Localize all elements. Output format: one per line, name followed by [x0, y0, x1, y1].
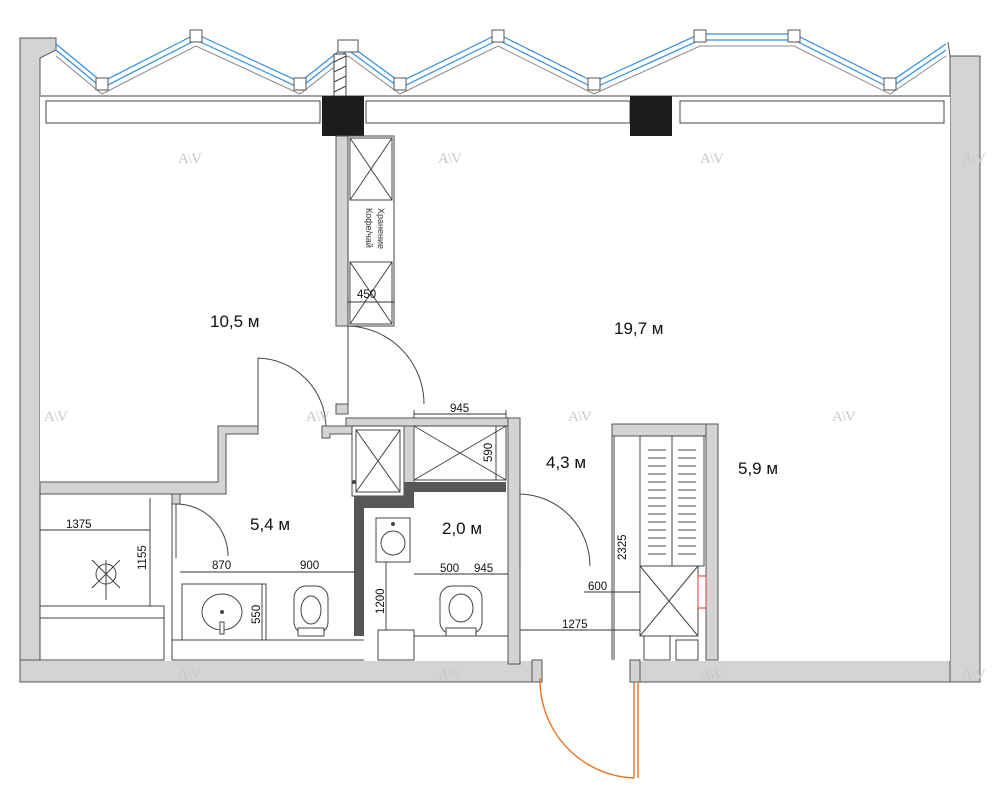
- watermark: A\V: [700, 667, 724, 683]
- entrance-door: [531, 659, 641, 779]
- area-main-right: 19,7 м: [614, 319, 664, 338]
- window-node: [693, 29, 707, 43]
- hangers: [648, 449, 696, 555]
- area-labels: 10,5 м 19,7 м 4,3 м 5,9 м 5,4 м 2,0 м: [210, 312, 778, 538]
- watermark: A\V: [962, 667, 986, 683]
- door-swing-arc: [519, 493, 591, 567]
- door-swing-arc: [175, 503, 229, 557]
- window-node: [293, 77, 307, 91]
- beam-panel-right: [679, 100, 945, 124]
- watermark: A\V: [962, 151, 986, 167]
- partition-stub: [335, 403, 349, 415]
- partition-wall: [335, 135, 349, 327]
- bath-right-wall: [507, 417, 521, 665]
- door-jamb-right: [629, 659, 641, 683]
- outer-walls: [19, 37, 981, 683]
- window-frame-inner: [55, 39, 947, 89]
- dim-900: 900: [300, 560, 319, 572]
- bottom-wall-left: [19, 659, 541, 683]
- bathroom-walls: 945 590: [39, 357, 521, 665]
- watermark: A\V: [438, 667, 462, 683]
- dim-500: 500: [440, 563, 459, 575]
- window-sill: [55, 45, 947, 95]
- door-swing-arc: [257, 357, 327, 427]
- watermark: A\V: [44, 409, 68, 425]
- area-bathroom-left: 5,4 м: [250, 515, 290, 534]
- area-closet: 5,9 м: [738, 459, 778, 478]
- skylight-windows: [55, 29, 947, 99]
- area-bathroom-right: 2,0 м: [442, 519, 482, 538]
- beam-panel-left: [45, 100, 321, 124]
- door-jamb-left: [531, 659, 543, 683]
- watermark: A\V: [178, 667, 202, 683]
- area-hallway: 4,3 м: [546, 453, 586, 472]
- column-right: [630, 96, 672, 136]
- niche: [675, 639, 699, 661]
- window-node: [95, 77, 109, 91]
- entrance-door-arc: [539, 677, 635, 779]
- watermarks: A\V A\V A\V A\V A\V A\V A\V A\V A\V A\V …: [44, 151, 987, 683]
- niche: [643, 635, 671, 661]
- utility-counter: [39, 605, 165, 661]
- top-wall-bath: [345, 417, 519, 427]
- column-left: [322, 96, 364, 136]
- toilet-icon: [439, 585, 483, 635]
- storage-label-line2: Кофе/чай: [364, 208, 374, 248]
- dim-945-bottom: 945: [474, 563, 493, 575]
- toilet-icon: [293, 585, 329, 635]
- dim-550: 550: [251, 605, 263, 624]
- dim-945-top: 945: [450, 403, 469, 415]
- area-main-left: 10,5 м: [210, 312, 260, 331]
- watermark: A\V: [568, 409, 592, 425]
- beam-panel-mid: [365, 100, 631, 124]
- dim-450: 450: [357, 289, 376, 301]
- window-node: [491, 29, 505, 43]
- dark-partition: [354, 482, 506, 636]
- boxing: [377, 629, 415, 661]
- drain-icon: [352, 480, 356, 484]
- dim-590: 590: [483, 443, 495, 462]
- sink-icon: [380, 530, 406, 556]
- watermark: A\V: [438, 151, 462, 167]
- interior-floor: [40, 95, 950, 661]
- closet-top-wall: [611, 423, 719, 437]
- window-node: [587, 77, 601, 91]
- closet-right-wall: [705, 423, 719, 661]
- bathroom-right: 1200 500 945: [375, 493, 591, 661]
- dim-1155: 1155: [137, 545, 149, 570]
- window-node: [337, 39, 359, 53]
- window-node: [189, 29, 203, 43]
- bathroom-left: 1375 1155 870 900 550: [39, 493, 364, 661]
- bottom-wall-right: [637, 659, 981, 683]
- right-wall-body: [949, 55, 981, 683]
- dim-870: 870: [212, 560, 231, 572]
- beam: [40, 95, 950, 136]
- dim-2325: 2325: [617, 534, 629, 560]
- storage-cabinet: Хранение Кофе/чай 450: [335, 135, 425, 415]
- door-swing-arc: [347, 325, 425, 405]
- dim-1375: 1375: [66, 519, 92, 531]
- mid-column: [403, 425, 415, 487]
- dim-1200: 1200: [375, 588, 387, 614]
- watermark: A\V: [178, 151, 202, 167]
- watermark: A\V: [306, 409, 330, 425]
- jamb: [171, 493, 181, 505]
- watermark: A\V: [832, 409, 856, 425]
- storage-label-line1: Хранение: [376, 208, 386, 249]
- window-node: [393, 77, 407, 91]
- window-node: [787, 29, 801, 43]
- dim-600: 600: [588, 581, 607, 593]
- watermark: A\V: [700, 151, 724, 167]
- window-node: [883, 77, 897, 91]
- closet: 2325 600 1275: [520, 423, 719, 661]
- step-wall-left: [39, 425, 259, 495]
- electrical-panel-icon: [697, 575, 707, 609]
- window-frame-outer: [55, 33, 947, 83]
- dim-1275: 1275: [562, 619, 588, 631]
